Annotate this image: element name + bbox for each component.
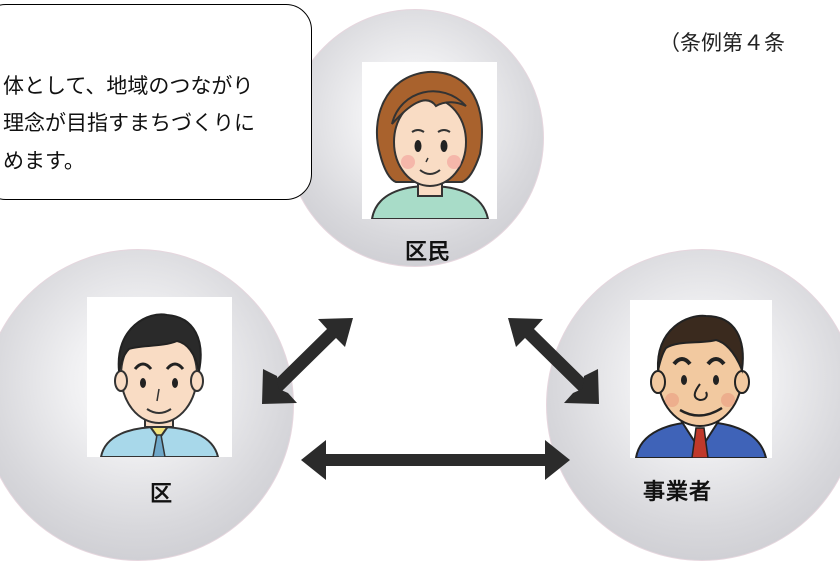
business-portrait	[630, 300, 772, 458]
businessman-face-illustration	[634, 314, 768, 458]
ward-portrait	[87, 297, 232, 457]
ward-label: 区	[150, 482, 174, 507]
resident-label: 区民	[405, 240, 452, 265]
arrow-ward-business	[301, 440, 570, 480]
man-face-illustration	[99, 313, 220, 457]
speech-bubble	[0, 4, 312, 200]
business-label: 事業者	[643, 480, 713, 505]
speech-text-line-3: めます。	[3, 149, 85, 173]
resident-portrait	[362, 62, 497, 219]
speech-text-line-2: 理念が目指すまちづくりに	[3, 111, 255, 135]
speech-text-line-1: 体として、地域のつながり	[3, 74, 254, 98]
relationship-diagram: 体として、地域のつながり 理念が目指すまちづくりに めます。 （条例第４条	[0, 4, 840, 561]
woman-face-illustration	[370, 70, 490, 219]
ordinance-article-reference: （条例第４条	[659, 31, 785, 55]
